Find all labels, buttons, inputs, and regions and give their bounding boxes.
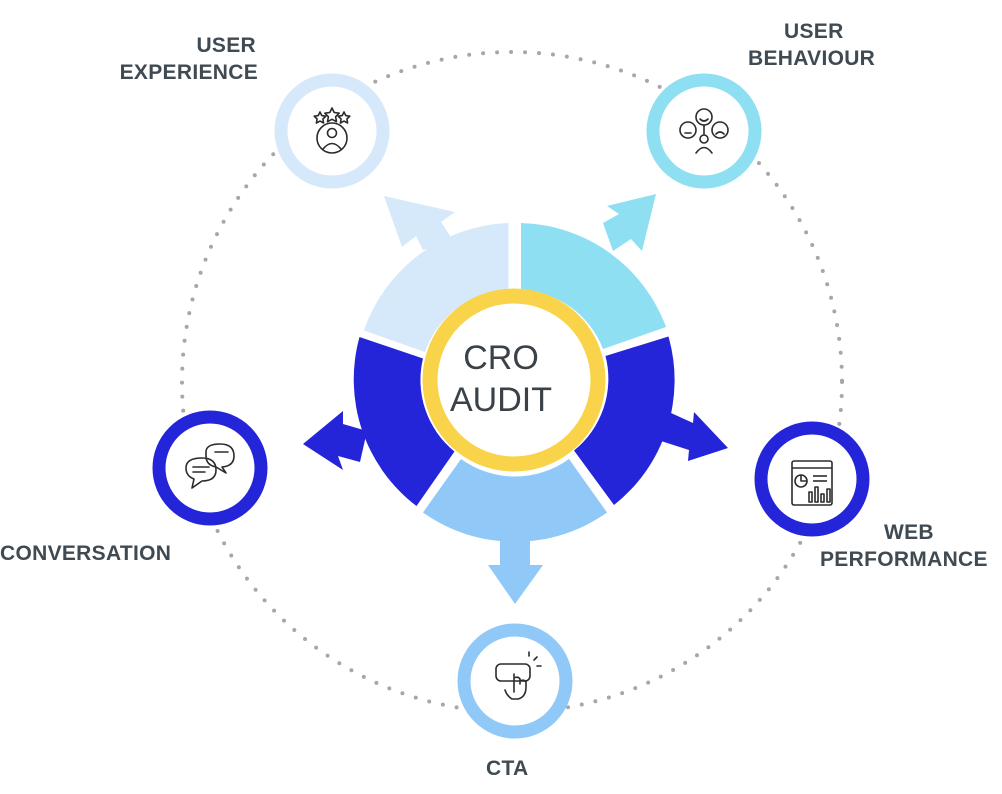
analytics-window-icon bbox=[791, 460, 833, 506]
segment-user-behaviour bbox=[521, 223, 666, 349]
arrow-conversation bbox=[303, 411, 367, 470]
label-web-performance-line1: WEB bbox=[884, 521, 934, 544]
center-ring bbox=[422, 288, 606, 472]
click-button-icon bbox=[495, 651, 542, 700]
arrow-user-experience bbox=[384, 196, 455, 250]
label-user-experience-line2: EXPERIENCE bbox=[119, 61, 258, 84]
segment-cta bbox=[423, 459, 607, 542]
label-user-behaviour-line1: USER bbox=[784, 20, 844, 43]
label-web-performance-line2: PERFORMANCE bbox=[820, 548, 988, 571]
node-user-behaviour bbox=[646, 73, 762, 189]
chat-bubbles-icon bbox=[185, 443, 235, 489]
arrow-cta bbox=[488, 538, 543, 604]
node-user-experience bbox=[274, 73, 390, 189]
center-title-line2: AUDIT bbox=[450, 381, 552, 419]
label-web-performance: WEB PERFORMANCE bbox=[820, 519, 988, 573]
arrow-web-performance bbox=[661, 412, 728, 461]
node-cta bbox=[457, 623, 573, 739]
center-title-line1: CRO bbox=[463, 339, 539, 377]
label-conversation: CONVERSATION bbox=[0, 542, 172, 565]
arrow-user-behaviour bbox=[603, 194, 656, 251]
label-user-behaviour: USER BEHAVIOUR bbox=[748, 18, 875, 72]
segment-conversation bbox=[353, 337, 455, 506]
label-user-experience: USER EXPERIENCE bbox=[0, 32, 368, 86]
emotions-icon bbox=[679, 108, 729, 154]
label-cta: CTA bbox=[486, 757, 529, 780]
label-user-experience-line1: USER bbox=[196, 34, 256, 57]
segment-web-performance bbox=[574, 336, 675, 505]
label-user-behaviour-line2: BEHAVIOUR bbox=[748, 47, 876, 70]
node-web-performance bbox=[754, 421, 870, 537]
segment-user-experience bbox=[364, 223, 509, 352]
node-conversation bbox=[152, 410, 268, 526]
rating-user-icon bbox=[313, 107, 351, 154]
